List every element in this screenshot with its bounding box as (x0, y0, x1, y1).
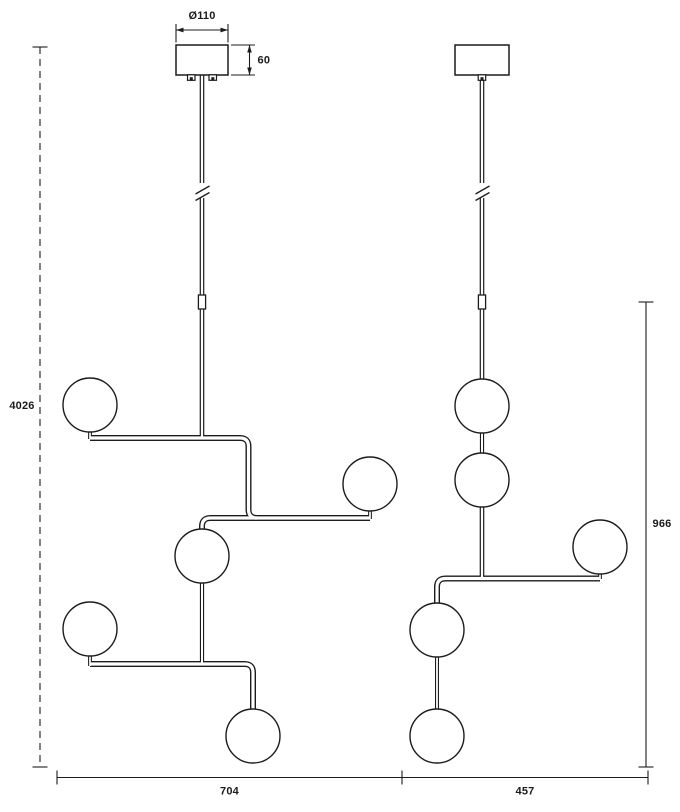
front-upper-arm-inner (88, 436, 259, 520)
side-arm (437, 579, 600, 607)
front-lower-arm (90, 664, 253, 711)
side-view-globes (409, 378, 628, 764)
side-break-slash-2 (475, 191, 490, 202)
overall-drop-label: 4026 (9, 400, 34, 412)
dimension-labels: Ø110 60 4026 966 704 457 (9, 10, 671, 798)
side-break-slash-1 (475, 185, 490, 195)
side-width-label: 457 (516, 786, 535, 798)
front-ceiling-canopy (175, 44, 229, 81)
canopy-height-label: 60 (258, 55, 271, 67)
globe (62, 601, 118, 657)
front-canopy-tab-left-mark (189, 77, 193, 81)
front-break-slash-2 (195, 191, 210, 202)
front-lower-arm-inner (88, 662, 255, 713)
dimension-annotations (32, 24, 654, 785)
side-canopy-tab-mark (480, 77, 484, 81)
globe (409, 708, 465, 764)
side-rod-joint (477, 294, 487, 310)
front-rod-joint (197, 294, 207, 310)
globe (62, 377, 118, 433)
canopy-height-arrow-bottom (247, 67, 252, 75)
front-upper-arm (90, 438, 257, 518)
front-middle-arm (202, 518, 370, 531)
front-width-label: 704 (220, 786, 240, 798)
front-break-slash-1 (195, 185, 210, 195)
front-canopy-tab-right-mark (211, 77, 215, 81)
canopy-diameter-arrow-left (176, 27, 184, 33)
globe (225, 708, 281, 764)
fixture-height-label: 966 (653, 518, 672, 530)
front-view-globes (62, 377, 398, 764)
canopy-height-arrow-top (247, 45, 252, 53)
globe (342, 456, 398, 512)
side-rod-break-icon (473, 183, 491, 202)
globe (174, 528, 230, 584)
side-arm-inner (435, 576, 602, 608)
globe (454, 378, 510, 434)
front-rod-break-icon (193, 183, 211, 202)
canopy-diameter-label: Ø110 (188, 10, 215, 22)
globe (454, 452, 510, 508)
tube-inner-pass (88, 73, 602, 713)
side-canopy-body (454, 44, 510, 76)
front-canopy-body (175, 44, 229, 76)
globe (409, 602, 465, 658)
tube-outline-pass (90, 75, 600, 711)
globe (572, 519, 628, 575)
side-ceiling-canopy (454, 44, 510, 81)
canopy-diameter-arrow-right (220, 27, 228, 33)
